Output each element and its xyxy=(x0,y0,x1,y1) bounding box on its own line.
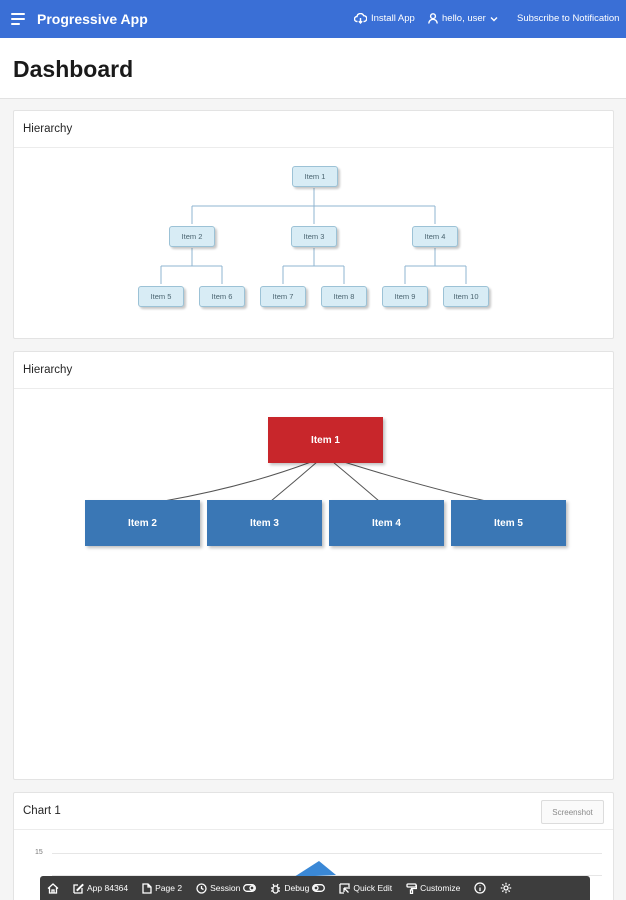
region-header: Hierarchy xyxy=(14,352,613,389)
page-button[interactable]: Page 2 xyxy=(135,882,189,894)
tree-node-item-6[interactable]: Item 6 xyxy=(199,286,245,307)
chart-gridline xyxy=(52,853,602,854)
paint-roller-icon xyxy=(406,882,418,894)
page-title: Dashboard xyxy=(13,56,134,82)
gear-icon xyxy=(501,882,512,894)
org-chart-connectors xyxy=(163,461,487,502)
toggle-icon xyxy=(312,884,326,892)
page-header: Dashboard xyxy=(0,38,626,99)
tree-node-item-9[interactable]: Item 9 xyxy=(382,286,428,307)
region-title: Chart 1 xyxy=(23,805,61,817)
install-app-label: Install App xyxy=(371,13,415,24)
edit-icon xyxy=(73,883,84,894)
home-button[interactable] xyxy=(40,882,66,894)
top-navigation-bar: Progressive App Install App hello, user … xyxy=(0,0,626,38)
debug-button[interactable]: Debug xyxy=(263,883,332,894)
debug-label: Debug xyxy=(284,883,310,893)
user-menu[interactable]: hello, user xyxy=(428,13,498,24)
org-node-item-2[interactable]: Item 2 xyxy=(85,500,200,546)
user-icon xyxy=(428,13,438,24)
customize-label: Customize xyxy=(420,883,461,893)
settings-button[interactable] xyxy=(493,882,519,894)
region-header: Hierarchy xyxy=(14,111,613,148)
app-button[interactable]: App 84364 xyxy=(66,883,135,894)
session-button[interactable]: Session xyxy=(189,882,263,894)
tree-node-item-5[interactable]: Item 5 xyxy=(138,286,184,307)
info-icon xyxy=(474,882,486,894)
tree-node-item-1[interactable]: Item 1 xyxy=(292,166,338,187)
tree-node-item-3[interactable]: Item 3 xyxy=(291,226,337,247)
tree-node-item-10[interactable]: Item 10 xyxy=(443,286,489,307)
region-title: Hierarchy xyxy=(23,364,73,376)
bug-icon xyxy=(271,883,281,894)
quick-edit-button[interactable]: Quick Edit xyxy=(332,882,399,894)
developer-toolbar: App 84364 Page 2 Session Debug Quick Edi… xyxy=(40,876,590,900)
session-icon xyxy=(196,882,207,894)
region-title: Hierarchy xyxy=(23,123,73,135)
page-edit-icon xyxy=(142,882,152,894)
app-title[interactable]: Progressive App xyxy=(37,11,148,27)
quick-edit-label: Quick Edit xyxy=(353,883,393,893)
hierarchy-region-1: Hierarchy Item 1 Item 2 Item 3 Item 4 It… xyxy=(13,110,614,339)
chevron-down-icon xyxy=(490,16,498,21)
org-node-item-5[interactable]: Item 5 xyxy=(451,500,566,546)
org-node-item-1[interactable]: Item 1 xyxy=(268,417,383,463)
app-label: App 84364 xyxy=(87,883,129,893)
tree-connectors xyxy=(160,188,467,284)
subscribe-label: Subscribe to Notification xyxy=(517,13,620,24)
chart-area-peak xyxy=(294,861,336,877)
customize-button[interactable]: Customize xyxy=(399,882,467,894)
info-button[interactable] xyxy=(467,882,493,894)
tree-node-item-4[interactable]: Item 4 xyxy=(412,226,458,247)
screenshot-button[interactable]: Screenshot xyxy=(541,800,604,824)
cloud-download-icon xyxy=(354,13,367,24)
tree-node-item-7[interactable]: Item 7 xyxy=(260,286,306,307)
subscribe-notification-link[interactable]: Subscribe to Notification xyxy=(517,13,619,24)
session-label: Session xyxy=(210,883,241,893)
org-node-item-3[interactable]: Item 3 xyxy=(207,500,322,546)
hierarchy-region-2: Hierarchy Item 1 Item 2 Item 3 Item 4 It… xyxy=(13,351,614,780)
y-axis-tick-label: 15 xyxy=(35,849,43,856)
org-node-item-4[interactable]: Item 4 xyxy=(329,500,444,546)
tree-node-item-8[interactable]: Item 8 xyxy=(321,286,367,307)
chart-gridline xyxy=(52,875,602,876)
user-label: hello, user xyxy=(442,13,486,24)
tree-node-item-2[interactable]: Item 2 xyxy=(169,226,215,247)
home-icon xyxy=(47,882,59,894)
cursor-select-icon xyxy=(339,882,351,894)
region-header: Chart 1 Screenshot xyxy=(14,793,613,830)
install-app-button[interactable]: Install App xyxy=(354,13,415,24)
menu-icon[interactable] xyxy=(11,13,25,25)
toggle-icon xyxy=(243,884,257,892)
page-label: Page 2 xyxy=(155,883,183,893)
